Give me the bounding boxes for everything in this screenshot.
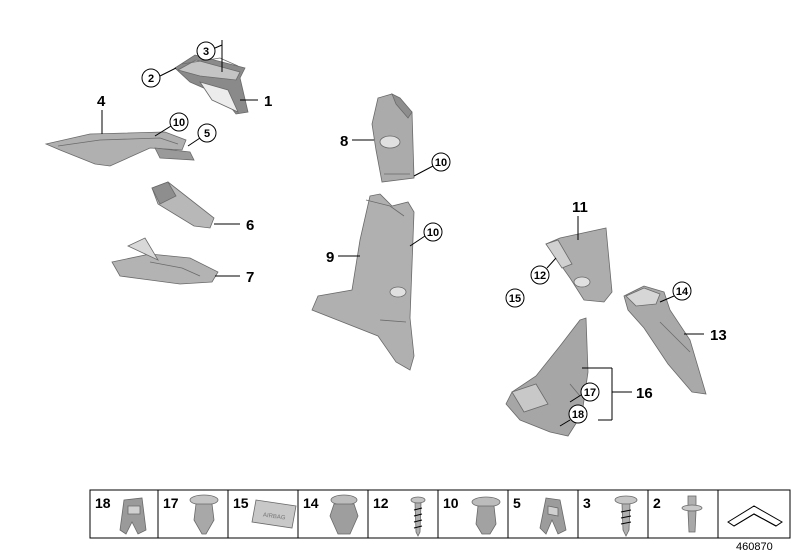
part-9-pillar-lower [311, 193, 415, 371]
svg-text:6: 6 [246, 217, 254, 234]
clip-rivet-icon [471, 496, 501, 535]
svg-text:3: 3 [203, 46, 209, 58]
callout-16-bracket: 16 [582, 367, 653, 421]
callout-6: 6 [214, 217, 254, 234]
svg-text:15: 15 [233, 495, 249, 511]
svg-text:14: 14 [676, 286, 689, 298]
fastener-strip: 18 17 15 14 12 10 5 3 2 AIRBAG [89, 489, 791, 539]
bolt-icon [614, 495, 638, 537]
part-7-panel [111, 237, 219, 285]
svg-text:7: 7 [246, 269, 254, 286]
svg-text:11: 11 [572, 199, 588, 216]
callout-13: 13 [684, 327, 727, 344]
callout-10b: 10 [413, 152, 451, 177]
svg-text:AIRBAG: AIRBAG [262, 512, 286, 521]
svg-text:17: 17 [163, 495, 179, 511]
strip-cell-12 [367, 489, 439, 539]
svg-text:5: 5 [513, 495, 521, 511]
callout-15: 15 [505, 288, 525, 308]
svg-text:1: 1 [264, 93, 272, 110]
callout-8: 8 [340, 133, 374, 150]
callout-18: 18 [559, 404, 588, 427]
spring-clip-icon [539, 497, 567, 535]
part-13-side-trim [623, 285, 707, 395]
push-rivet-icon [189, 494, 219, 535]
svg-text:10: 10 [427, 227, 439, 239]
part-1-bracket [174, 54, 249, 115]
svg-text:10: 10 [173, 117, 185, 129]
part-16-lower-trim [505, 317, 589, 437]
strip-cell-2 [647, 489, 719, 539]
expanding-rivet-icon [329, 494, 359, 535]
clip-icon [119, 497, 147, 535]
callout-2: 2 [141, 67, 177, 88]
screw-icon [410, 496, 426, 537]
strip-cell-3 [577, 489, 649, 539]
reference-number: 460870 [736, 541, 773, 553]
stud-icon [681, 495, 703, 533]
svg-text:9: 9 [326, 249, 334, 266]
bracket-symbol-icon [727, 505, 783, 527]
svg-text:3: 3 [583, 495, 591, 511]
callout-12: 12 [530, 257, 557, 285]
callout-10c: 10 [409, 222, 443, 247]
strip-cell-10 [437, 489, 509, 539]
callout-17: 17 [569, 382, 600, 403]
callout-3: 3 [196, 40, 223, 72]
part-11-pillar-trim [545, 227, 613, 303]
part-6-cover [151, 181, 215, 229]
svg-text:4: 4 [97, 93, 106, 110]
part-4-pillar-trim [44, 131, 195, 167]
svg-text:14: 14 [303, 495, 319, 511]
svg-text:18: 18 [95, 495, 111, 511]
callout-1: 1 [240, 93, 272, 110]
svg-text:16: 16 [636, 385, 653, 402]
callout-11: 11 [572, 199, 588, 240]
svg-text:13: 13 [710, 327, 727, 344]
airbag-tag-icon: AIRBAG [251, 499, 297, 529]
callout-4: 4 [97, 93, 106, 134]
svg-text:10: 10 [435, 157, 447, 169]
svg-text:18: 18 [572, 409, 584, 421]
svg-text:2: 2 [653, 495, 661, 511]
svg-text:15: 15 [509, 293, 521, 305]
svg-text:17: 17 [584, 387, 596, 399]
svg-text:5: 5 [204, 128, 210, 140]
callout-9: 9 [326, 249, 360, 266]
callout-14: 14 [659, 281, 692, 303]
svg-text:2: 2 [148, 73, 154, 85]
callout-5: 5 [187, 123, 217, 147]
svg-text:10: 10 [443, 495, 459, 511]
svg-text:8: 8 [340, 133, 348, 150]
svg-text:12: 12 [534, 270, 546, 282]
svg-text:12: 12 [373, 495, 389, 511]
part-8-pillar-upper [371, 93, 415, 183]
callout-10a: 10 [154, 112, 189, 137]
callout-7: 7 [215, 269, 254, 286]
